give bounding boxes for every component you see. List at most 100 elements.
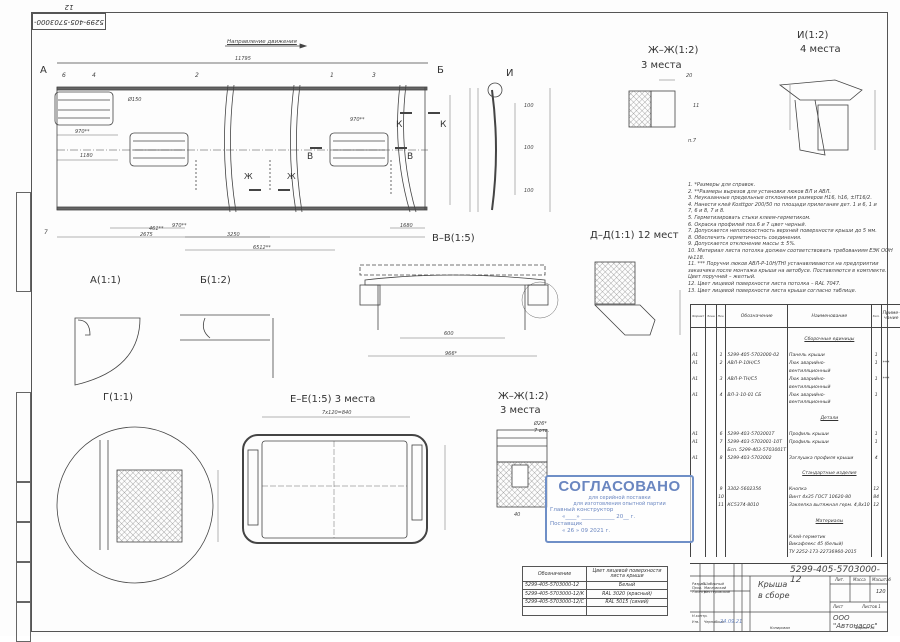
- title-subtitle: в сборе: [758, 591, 789, 600]
- spec-cell-pos: 4: [716, 391, 726, 399]
- stamp-chief: Главный конструктор: [547, 507, 692, 514]
- spec-cell-qty: 1: [871, 431, 881, 439]
- spec-cell-fmt: [691, 462, 706, 470]
- spec-cell-fmt: [691, 328, 706, 336]
- spec-row: [691, 407, 900, 415]
- note-9: 9. Допускается отклонение массы ± 5%.: [688, 241, 893, 248]
- spec-cell-qty: [871, 367, 881, 375]
- view-title-i: И(1:2): [797, 30, 828, 41]
- spec-cell-qty: [871, 344, 881, 352]
- spec-cell-zone: [706, 462, 717, 470]
- spec-cell-qty: 1: [871, 375, 881, 383]
- spec-row: [691, 509, 900, 517]
- spec-cell-qty: 1: [871, 438, 881, 446]
- note-13: 13. Цвет лицевой поверхности листа крыши…: [688, 288, 893, 295]
- leader-7: 7: [44, 229, 48, 236]
- title-designation: 5299-405-5703000-12: [790, 565, 888, 585]
- specification-table: Формат Зона Поз. Обозначение Наименовани…: [690, 304, 900, 557]
- spec-cell-zone: [706, 336, 717, 344]
- marker-b: Б: [437, 65, 444, 76]
- spec-cell-note: [881, 517, 900, 525]
- leader-2: 2: [195, 72, 199, 79]
- spec-cell-zone: [706, 407, 717, 415]
- view-title-a: А(1:1): [90, 275, 121, 286]
- spec-cell-name: [788, 509, 872, 517]
- spec-cell-name: Заглушка профиля крыши: [788, 454, 872, 462]
- spec-cell-name: Кнопка: [788, 486, 872, 494]
- marker-v-right: В: [407, 152, 413, 162]
- spec-cell-note: [881, 502, 900, 510]
- spec-cell-pos: 6: [716, 431, 726, 439]
- spec-cell-note: [881, 336, 900, 344]
- view-title-dd: Д–Д(1:1) 12 мест: [590, 230, 679, 241]
- spec-cell-note: ***: [881, 375, 900, 383]
- spec-cell-designation: [726, 344, 788, 352]
- leader-3: 3: [372, 72, 376, 79]
- view-sub-i: 4 места: [800, 44, 841, 55]
- spec-cell-pos: [716, 533, 726, 541]
- spec-cell-zone: [706, 383, 717, 391]
- dim-d150: Ø150: [128, 97, 141, 103]
- spec-cell-pos: [716, 446, 726, 454]
- marker-zh-left: Ж: [244, 172, 253, 181]
- marker-i: И: [506, 68, 513, 79]
- spec-cell-pos: [716, 462, 726, 470]
- spec-row: вентиляционный: [691, 383, 900, 391]
- spec-cell-designation: АВЛ-Р-10Н/С5: [726, 360, 788, 368]
- color-row-designation: 5299-405-5703000-12: [523, 582, 587, 590]
- spec-cell-note: [881, 399, 900, 407]
- spec-cell-note: [881, 352, 900, 360]
- dim-side-100-3: 100: [524, 188, 534, 194]
- spec-cell-designation: [726, 383, 788, 391]
- spec-cell-qty: [871, 407, 881, 415]
- spec-cell-note: [881, 415, 900, 423]
- spec-cell-pos: [716, 407, 726, 415]
- spec-row: Материалы: [691, 517, 900, 525]
- spec-cell-name: [788, 525, 872, 533]
- spec-header-row: Формат Зона Поз. Обозначение Наименовани…: [691, 305, 900, 328]
- spec-cell-zone: [706, 375, 717, 383]
- spec-cell-designation: Бсп. 5299-403-5703001Т: [726, 446, 788, 454]
- spec-cell-name: Профиль крыши: [788, 438, 872, 446]
- spec-cell-qty: [871, 462, 881, 470]
- spec-cell-name: вентиляционный: [788, 399, 872, 407]
- spec-cell-qty: [871, 383, 881, 391]
- format-label: Формат А1: [855, 626, 875, 630]
- spec-cell-zone: [706, 549, 717, 557]
- spec-cell-qty: [871, 415, 881, 423]
- note-11-cont2: Цвет поручней – желтый.: [688, 274, 893, 281]
- dim-kk-20: 20: [686, 73, 692, 79]
- dim-3250: 3250: [227, 232, 240, 238]
- spec-cell-note: [881, 446, 900, 454]
- spec-h-format: Формат: [691, 305, 706, 328]
- spec-row: вентиляционный: [691, 367, 900, 375]
- spec-row: [691, 423, 900, 431]
- dim-kk-p7: п.7: [688, 138, 696, 144]
- spec-cell-note: [881, 494, 900, 502]
- spec-cell-fmt: А1: [691, 454, 706, 462]
- spec-cell-pos: [716, 383, 726, 391]
- spec-cell-fmt: А1: [691, 438, 706, 446]
- spec-cell-fmt: А1: [691, 431, 706, 439]
- spec-cell-note: [881, 431, 900, 439]
- spec-row: Бсп. 5299-403-5703001Т: [691, 446, 900, 454]
- spec-cell-name: [788, 446, 872, 454]
- spec-cell-qty: 1: [871, 391, 881, 399]
- spec-cell-pos: 3: [716, 375, 726, 383]
- spec-cell-designation: КС5374-8010: [726, 502, 788, 510]
- spec-cell-note: [881, 541, 900, 549]
- color-row-value: RAL 3020 (красный): [587, 590, 668, 598]
- note-11-cont: заказчика после монтажа крыши на автобус…: [688, 268, 893, 275]
- view-title-g: Г(1:1): [103, 392, 133, 403]
- color-h-color: Цвет лицевой поверхности листа крыши: [587, 567, 668, 582]
- spec-cell-designation: [726, 549, 788, 557]
- spec-cell-zone: [706, 344, 717, 352]
- spec-cell-designation: [726, 336, 788, 344]
- spec-cell-zone: [706, 415, 717, 423]
- spec-cell-zone: [706, 367, 717, 375]
- spec-cell-pos: [716, 541, 726, 549]
